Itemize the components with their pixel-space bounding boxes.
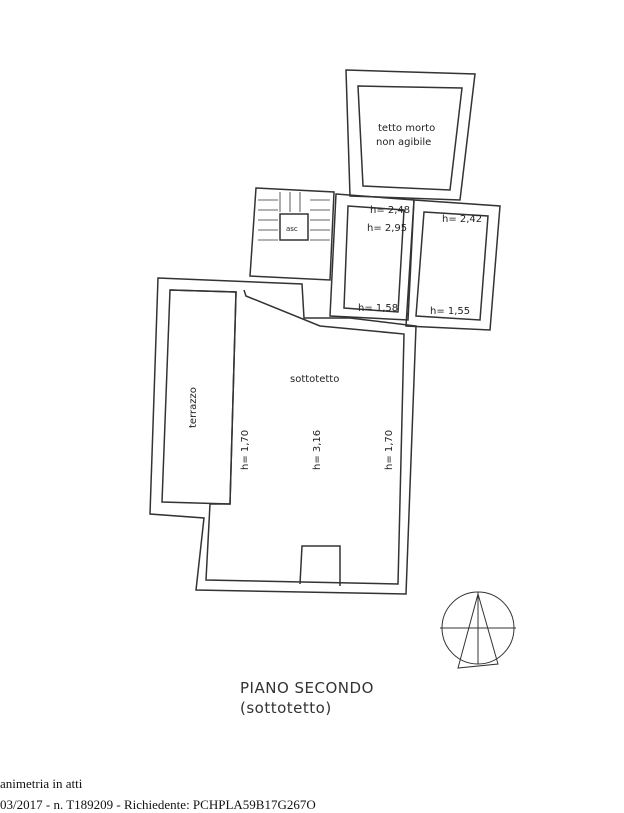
height-1: h= 2,48 <box>370 205 410 216</box>
dead-roof-outline <box>345 69 476 201</box>
height-3: h= 2,42 <box>442 214 482 225</box>
plan-title: PIANO SECONDO <box>240 679 374 697</box>
label-attic: sottotetto <box>290 374 339 385</box>
height-4: h= 1,58 <box>358 303 398 314</box>
height-2: h= 2,95 <box>367 223 407 234</box>
label-terrace: terrazzo <box>188 387 199 428</box>
footer-line-1: animetria in atti <box>0 776 83 791</box>
attic-outline <box>149 277 417 595</box>
height-7: h= 3,16 <box>312 430 323 470</box>
plan-subtitle: (sottotetto) <box>240 699 332 717</box>
lift-shaft <box>279 213 309 241</box>
stair-outline <box>249 187 335 281</box>
label-dead-roof-2: non agibile <box>376 137 431 148</box>
terrace-outline <box>161 289 237 505</box>
niche <box>299 545 341 586</box>
room-right-outline <box>405 199 501 331</box>
height-5: h= 1,55 <box>430 306 470 317</box>
room-left-outline <box>329 193 415 321</box>
label-dead-roof: tetto morto <box>378 123 435 134</box>
footer-line-2: 03/2017 - n. T189209 - Richiedente: PCHP… <box>0 797 316 812</box>
height-6: h= 1,70 <box>240 430 251 470</box>
label-lift: asc <box>286 225 298 233</box>
height-8: h= 1,70 <box>384 430 395 470</box>
